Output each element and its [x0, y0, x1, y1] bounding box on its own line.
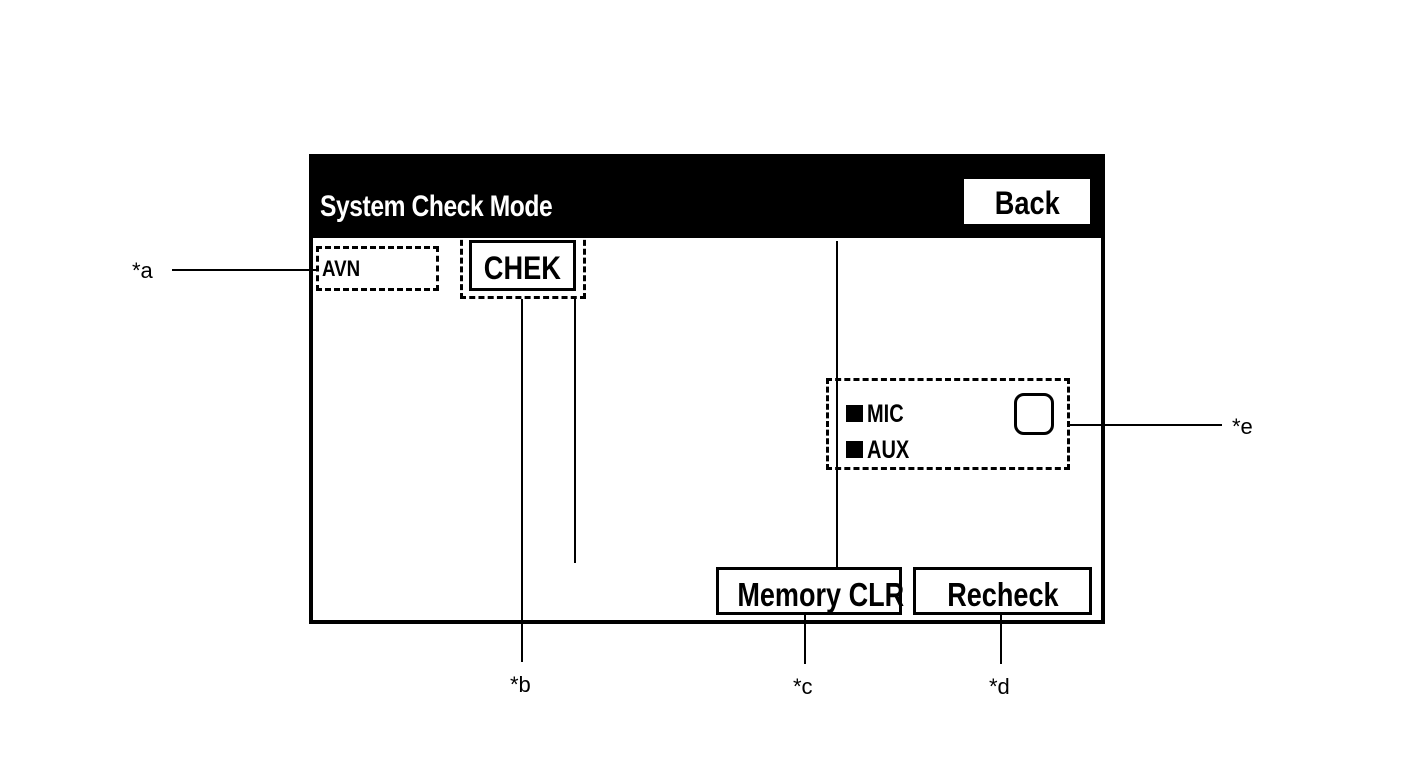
- back-button[interactable]: Back: [964, 179, 1090, 224]
- chek-button-label: CHEK: [483, 250, 562, 286]
- callout-d: *d: [989, 674, 1010, 699]
- back-button-label: Back: [994, 185, 1060, 221]
- recheck-button-label: Recheck: [946, 576, 1059, 613]
- callout-b: *b: [510, 672, 531, 697]
- status-indicator-icon: [1014, 393, 1054, 435]
- aux-label: AUX: [867, 436, 910, 464]
- mic-label: MIC: [867, 400, 904, 428]
- callout-a: *a: [132, 258, 153, 283]
- recheck-button[interactable]: Recheck: [913, 567, 1092, 615]
- mic-status-square-icon: [846, 405, 863, 422]
- aux-status-square-icon: [846, 441, 863, 458]
- callout-e: *e: [1232, 414, 1253, 439]
- memory-clr-button-label: Memory CLR: [737, 576, 905, 613]
- mic-aux-highlight-box: [826, 378, 1070, 470]
- memory-clr-button[interactable]: Memory CLR: [716, 567, 904, 615]
- chek-highlight-box: [460, 231, 586, 299]
- chek-button[interactable]: CHEK: [469, 240, 576, 291]
- screen-title: System Check Mode: [320, 190, 553, 223]
- callout-c: *c: [793, 674, 813, 699]
- avn-label: AVN: [322, 256, 361, 281]
- avn-highlight-box: [316, 246, 439, 291]
